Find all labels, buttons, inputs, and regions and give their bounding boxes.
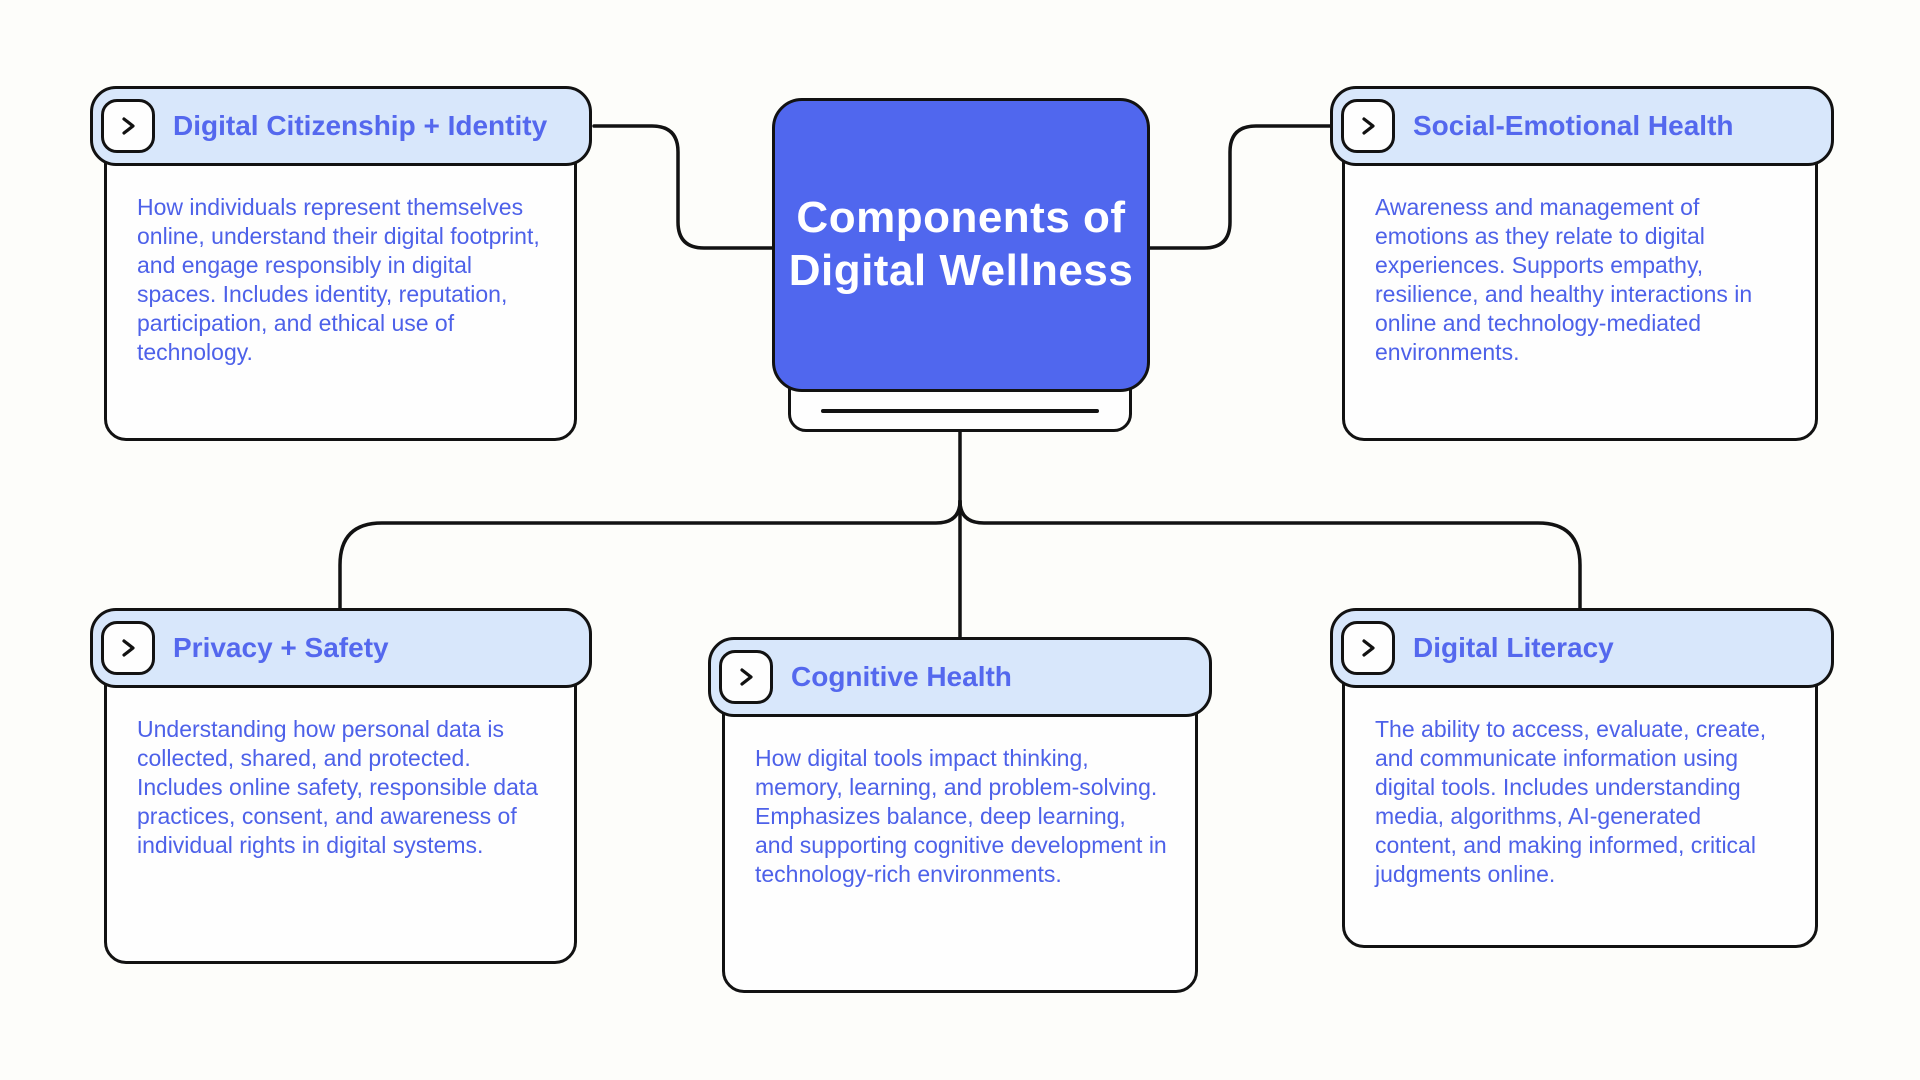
connector-bottom-left [338, 499, 962, 614]
card-header-cognitive-health: Cognitive Health [708, 637, 1212, 717]
card-title: Digital Literacy [1413, 632, 1614, 663]
card-header-privacy-safety: Privacy + Safety [90, 608, 592, 688]
chevron-right-icon[interactable] [719, 650, 773, 704]
card-description: How individuals represent themselves onl… [137, 194, 540, 365]
card-title: Privacy + Safety [173, 632, 389, 663]
card-description: The ability to access, evaluate, create,… [1375, 716, 1767, 887]
connector-bottom-right [958, 499, 1582, 614]
connector-top-right [1146, 124, 1334, 250]
card-title: Cognitive Health [791, 661, 1012, 692]
card-header-digital-citizenship: Digital Citizenship + Identity [90, 86, 592, 166]
card-description: How digital tools impact thinking, memor… [755, 745, 1167, 887]
card-title: Social-Emotional Health [1413, 110, 1734, 141]
card-body-digital-citizenship: How individuals represent themselves onl… [104, 126, 577, 441]
card-title: Digital Citizenship + Identity [173, 110, 548, 141]
card-description: Understanding how personal data is colle… [137, 716, 539, 858]
card-header-digital-literacy: Digital Literacy [1330, 608, 1834, 688]
central-node-base-line [821, 409, 1099, 413]
central-node: Components of Digital Wellness [772, 98, 1150, 392]
chevron-right-icon[interactable] [101, 99, 155, 153]
card-body-privacy-safety: Understanding how personal data is colle… [104, 648, 577, 964]
chevron-right-icon[interactable] [1341, 621, 1395, 675]
card-body-cognitive-health: How digital tools impact thinking, memor… [722, 677, 1198, 993]
central-node-title: Components of Digital Wellness [788, 193, 1134, 295]
card-body-digital-literacy: The ability to access, evaluate, create,… [1342, 648, 1818, 948]
chevron-right-icon[interactable] [101, 621, 155, 675]
card-header-social-emotional: Social-Emotional Health [1330, 86, 1834, 166]
connector-top-left [592, 124, 776, 250]
chevron-right-icon[interactable] [1341, 99, 1395, 153]
card-description: Awareness and management of emotions as … [1375, 194, 1753, 365]
card-body-social-emotional: Awareness and management of emotions as … [1342, 126, 1818, 441]
